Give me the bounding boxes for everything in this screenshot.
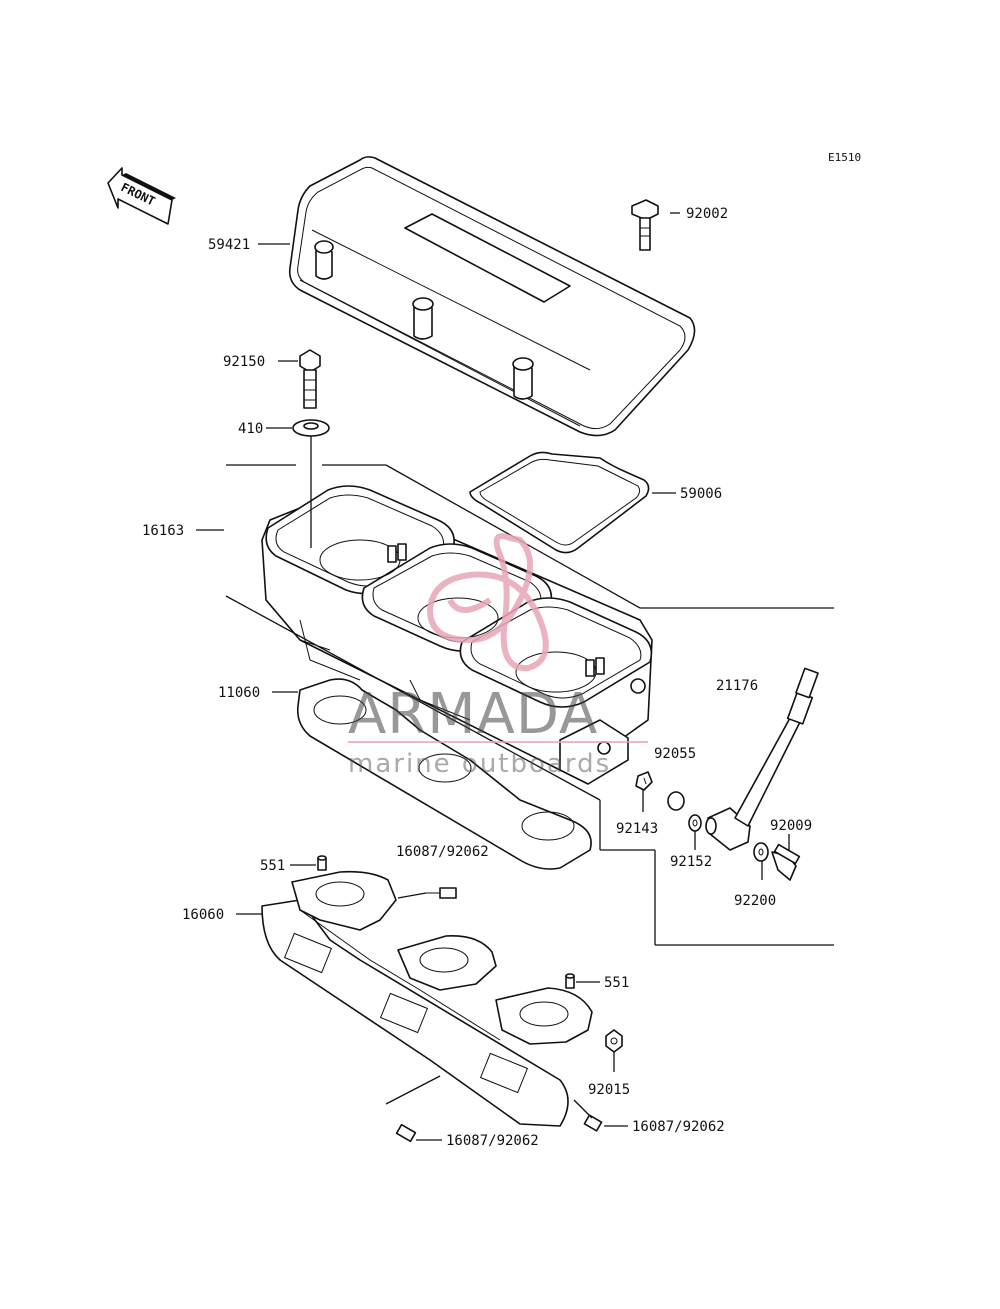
callout-92150[interactable]: 92150 (223, 354, 265, 370)
front-arrow-icon: FRONT (107, 167, 176, 225)
callout-551-a[interactable]: 551 (260, 858, 285, 874)
callout-92200[interactable]: 92200 (734, 893, 776, 909)
sensor-21176[interactable] (705, 667, 819, 851)
nut-92015[interactable] (605, 1029, 623, 1053)
armada-watermark: ARMADA marine outboards (348, 533, 648, 779)
bolt-92150[interactable] (299, 349, 321, 409)
gasket-59006[interactable] (469, 451, 650, 554)
cylinder-head-cover[interactable] (288, 156, 696, 437)
callout-16163[interactable]: 16163 (142, 523, 184, 539)
callout-21176[interactable]: 21176 (716, 678, 758, 694)
bolt-92009[interactable] (771, 843, 801, 881)
callout-551-b[interactable]: 551 (604, 975, 629, 991)
callout-16087-b[interactable]: 16087/92062 (446, 1133, 539, 1149)
callout-59006[interactable]: 59006 (680, 486, 722, 502)
callout-92055[interactable]: 92055 (654, 746, 696, 762)
watermark-brand: ARMADA (348, 682, 598, 747)
fitting-16087-b[interactable] (395, 1123, 417, 1143)
callout-16087-a[interactable]: 16087/92062 (396, 844, 489, 860)
intake-manifold-16060[interactable] (261, 870, 593, 1127)
o-ring-92055[interactable] (667, 791, 685, 811)
callout-16060[interactable]: 16060 (182, 907, 224, 923)
callout-11060[interactable]: 11060 (218, 685, 260, 701)
watermark-tagline: marine outboards (348, 749, 611, 779)
fitting-16087-a[interactable] (426, 887, 457, 899)
callout-labels: 92002 59421 92150 410 59006 16163 11060 … (142, 206, 812, 1149)
callout-410[interactable]: 410 (238, 421, 263, 437)
callout-92152[interactable]: 92152 (670, 854, 712, 870)
callout-92143[interactable]: 92143 (616, 821, 658, 837)
callout-92002[interactable]: 92002 (686, 206, 728, 222)
washer-410[interactable] (292, 419, 330, 437)
dowel-pin-551-b[interactable] (565, 973, 575, 989)
bolt-92002[interactable] (631, 199, 659, 251)
washer-92200[interactable] (753, 842, 769, 862)
callout-92009[interactable]: 92009 (770, 818, 812, 834)
bolt-92143[interactable] (635, 771, 653, 791)
callout-92015[interactable]: 92015 (588, 1082, 630, 1098)
diagram-code: E1510 (828, 151, 861, 164)
fitting-16087-c[interactable] (583, 1114, 603, 1132)
washer-92152[interactable] (688, 814, 702, 832)
armada-logo-icon (426, 533, 549, 672)
gasket-11060[interactable] (296, 678, 592, 870)
callout-16087-c[interactable]: 16087/92062 (632, 1119, 725, 1135)
dowel-pin-551-a[interactable] (317, 855, 327, 871)
callout-59421[interactable]: 59421 (208, 237, 250, 253)
